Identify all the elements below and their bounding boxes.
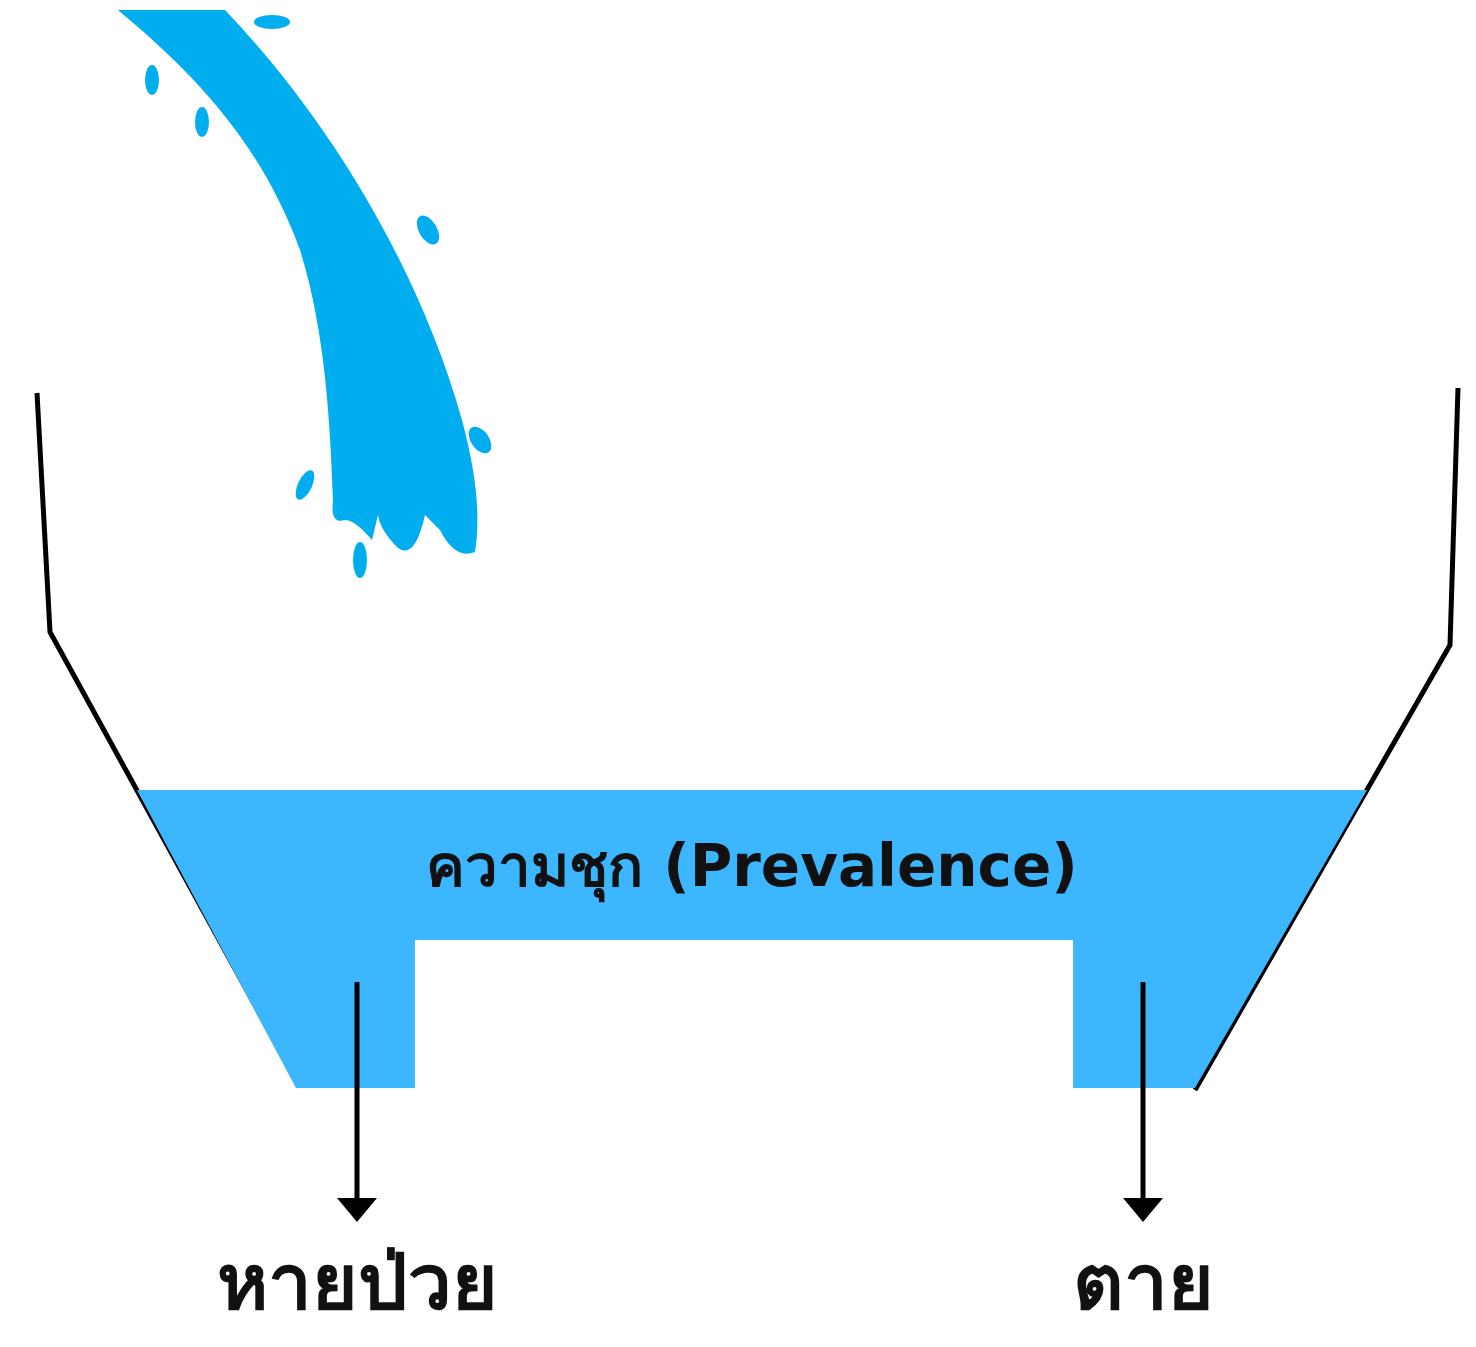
outflow-arrow — [357, 982, 1143, 1202]
water-stream — [118, 10, 496, 578]
arrow-head — [337, 1198, 1163, 1222]
vessel-outline — [37, 388, 1458, 1090]
water-fill — [137, 790, 1367, 1088]
outcome-label: ตาย — [1073, 1219, 1214, 1343]
band-label: ความชุก (Prevalence) — [426, 819, 1078, 912]
water-band: ความชุก (Prevalence) — [137, 790, 1367, 1088]
outcome-label: หายป่วย — [217, 1219, 498, 1343]
